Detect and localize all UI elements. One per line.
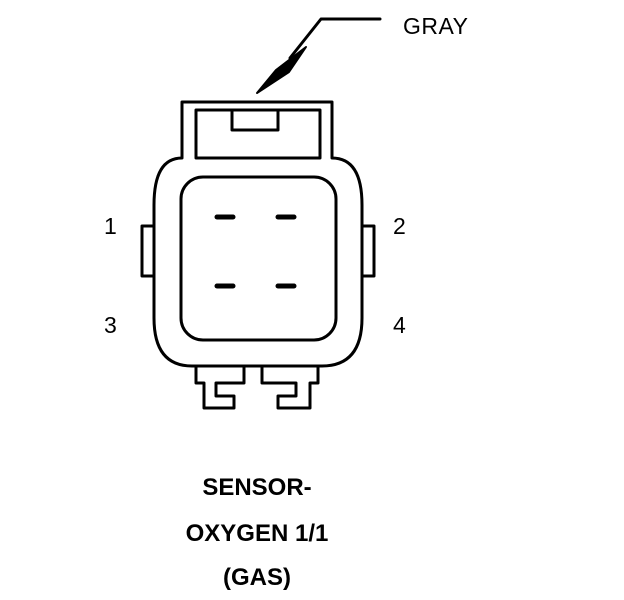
connector-outer-shell <box>152 100 364 368</box>
callout-leader-line <box>288 17 382 60</box>
pin-cavity <box>179 175 338 342</box>
bottom-lock-right <box>260 364 320 410</box>
connector-title-line-3: (GAS) <box>223 564 291 591</box>
connector-title-line-1: SENSOR- <box>202 474 312 501</box>
pin-label-2: 2 <box>393 213 406 239</box>
left-side-tab <box>140 224 156 278</box>
pin-label-3: 3 <box>104 312 117 338</box>
bottom-lock-left <box>194 364 246 410</box>
connector-latch-housing <box>194 108 322 160</box>
right-side-tab <box>360 224 376 278</box>
connector-title-line-2: OXYGEN 1/1 <box>185 520 329 547</box>
wire-color-label: GRAY <box>403 13 469 39</box>
connector-latch-tab <box>230 108 280 132</box>
pin-label-4: 4 <box>393 312 406 338</box>
callout-arrowhead <box>256 46 307 94</box>
pin-label-1: 1 <box>104 213 117 239</box>
